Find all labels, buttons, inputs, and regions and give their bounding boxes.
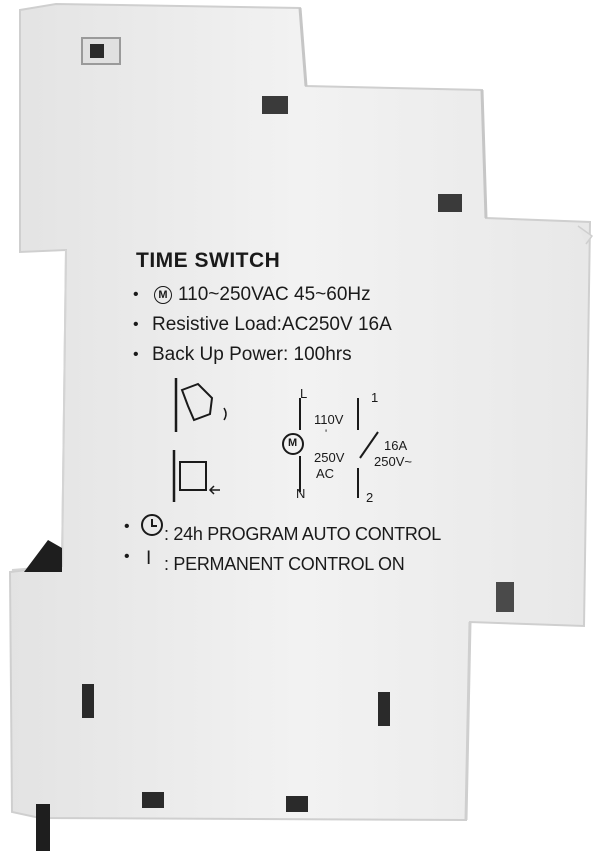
wiring-motor-symbol: M <box>288 437 298 449</box>
terminal-1-label: 1 <box>371 390 379 405</box>
label-title: TIME SWITCH <box>136 249 281 272</box>
supply-spec: 110~250VAC 45~60Hz <box>178 284 371 305</box>
contact-rating-label: 16A <box>384 438 408 453</box>
wiring-L-label: L <box>300 386 308 401</box>
permanent-control-text: : PERMANENT CONTROL ON <box>164 554 405 574</box>
vent-slot <box>286 796 308 812</box>
vent-slot <box>142 792 164 808</box>
terminal-2-label: 2 <box>366 490 374 505</box>
motor-icon: M <box>154 286 172 304</box>
contact-voltage-label: 250V~ <box>374 454 412 469</box>
vent-slot <box>82 684 94 718</box>
vent-slot <box>262 96 288 114</box>
bullet: • <box>133 286 139 303</box>
bullet: • <box>124 548 130 565</box>
supply-ac-label: AC <box>316 466 335 481</box>
permanent-on-icon: I <box>146 548 152 569</box>
bullet: • <box>124 518 130 535</box>
wiring-N-label: N <box>296 486 306 501</box>
load-spec: Resistive Load:AC250V 16A <box>152 314 392 335</box>
backup-spec: Back Up Power: 100hrs <box>152 344 352 365</box>
program-switch-symbol <box>174 378 227 432</box>
bullet: • <box>133 346 139 363</box>
auto-control-text: : 24h PROGRAM AUTO CONTROL <box>164 524 441 544</box>
vent-slot <box>438 194 462 212</box>
bullet: • <box>133 316 139 333</box>
supply-range-mark: ' <box>325 428 328 440</box>
wiring-lines <box>282 398 379 498</box>
rail-clip <box>36 804 50 851</box>
manual-switch-symbol <box>172 450 220 502</box>
vent-slot <box>378 692 390 726</box>
vent-slot <box>496 582 514 612</box>
side-latch <box>24 540 62 572</box>
clock-icon <box>141 514 163 536</box>
supply-min-label: 110V <box>314 412 344 427</box>
supply-max-label: 250V <box>314 450 345 465</box>
